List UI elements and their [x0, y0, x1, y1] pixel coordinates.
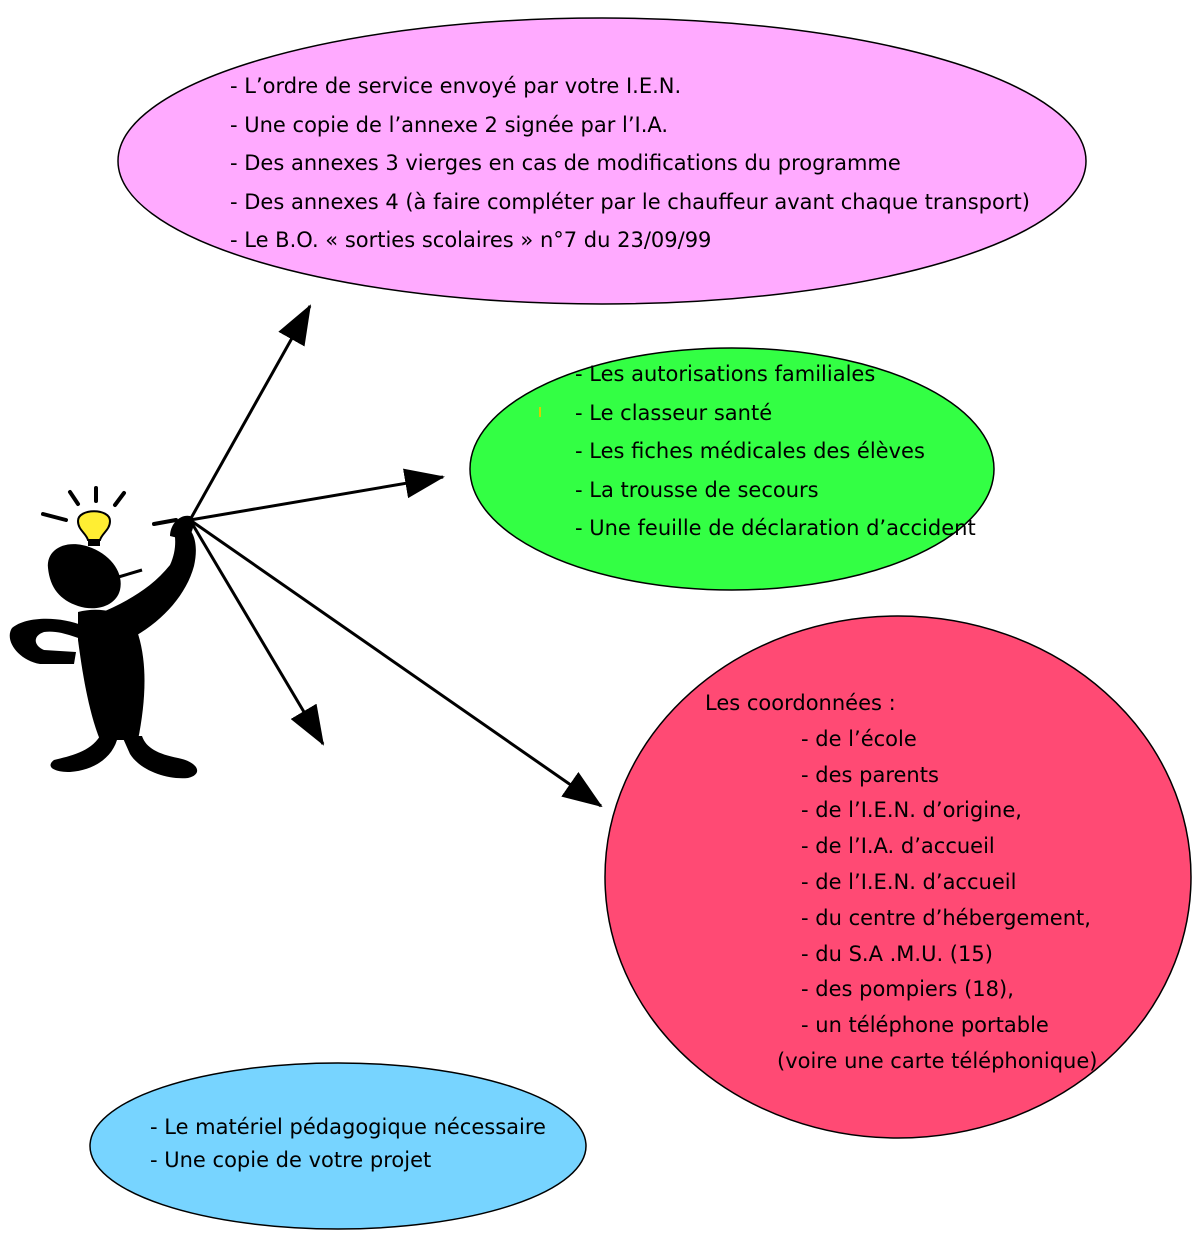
arrow-to-pink	[188, 304, 312, 521]
red-item: - de l’I.A. d’accueil	[801, 834, 995, 859]
green-ellipse-list: - Les autorisations familiales - Le clas…	[575, 364, 976, 557]
red-heading: Les coordonnées :	[705, 691, 896, 715]
green-item: - Les fiches médicales des élèves	[575, 439, 925, 463]
blue-item: - Le matériel pédagogique nécessaire	[150, 1115, 546, 1139]
red-item: - du S.A .M.U. (15)	[801, 941, 993, 966]
green-item: - Une feuille de déclaration d’accident	[575, 516, 976, 540]
pink-item: - Le B.O. « sorties scolaires » n°7 du 2…	[230, 228, 712, 252]
red-item: - des parents	[801, 762, 939, 787]
red-ellipse-list: Les coordonnées : - de l’école - des par…	[705, 693, 1097, 1087]
right-leg	[122, 736, 198, 779]
thinking-person-figure	[9, 486, 198, 779]
blue-ellipse	[89, 1062, 587, 1230]
arrow-to-blue	[188, 519, 325, 746]
pink-item: - Une copie de l’annexe 2 signée par l’I…	[230, 112, 669, 137]
idea-rays	[41, 486, 178, 526]
body	[78, 609, 145, 740]
red-item: - de l’I.E.N. d’origine,	[801, 798, 1022, 823]
green-item: - Le classeur santé	[575, 400, 773, 425]
pink-item: - Des annexes 4 (à faire compléter par l…	[230, 189, 1030, 214]
red-ellipse	[604, 615, 1192, 1139]
red-item: - de l’I.E.N. d’accueil	[801, 869, 1017, 894]
blue-ellipse-list: - Le matériel pédagogique nécessaire - U…	[150, 1117, 546, 1183]
light-bulb-icon	[76, 510, 112, 546]
green-item: - Les autorisations familiales	[575, 362, 876, 386]
green-item: - La trousse de secours	[575, 477, 819, 502]
hip-arm	[9, 618, 84, 664]
pink-ellipse-list: - L’ordre de service envoyé par votre I.…	[230, 76, 1030, 269]
raised-arm	[98, 524, 196, 640]
red-item: - un téléphone portable	[801, 1013, 1049, 1038]
red-item: - des pompiers (18),	[801, 977, 1014, 1002]
left-leg	[50, 736, 118, 772]
arrow-to-red	[189, 518, 603, 808]
green-ellipse	[469, 347, 995, 591]
arrows	[188, 304, 603, 808]
yellow-tick-mark	[539, 407, 541, 417]
arrow-to-green	[189, 468, 445, 522]
red-item: - du centre d’hébergement,	[801, 905, 1091, 930]
head	[47, 544, 121, 609]
pink-ellipse	[117, 17, 1087, 305]
red-item: - de l’école	[801, 726, 917, 751]
pink-item: - Des annexes 3 vierges en cas de modifi…	[230, 151, 901, 175]
blue-item: - Une copie de votre projet	[150, 1148, 432, 1172]
pink-item: - L’ordre de service envoyé par votre I.…	[230, 74, 682, 98]
red-note: (voire une carte téléphonique)	[777, 1048, 1098, 1073]
